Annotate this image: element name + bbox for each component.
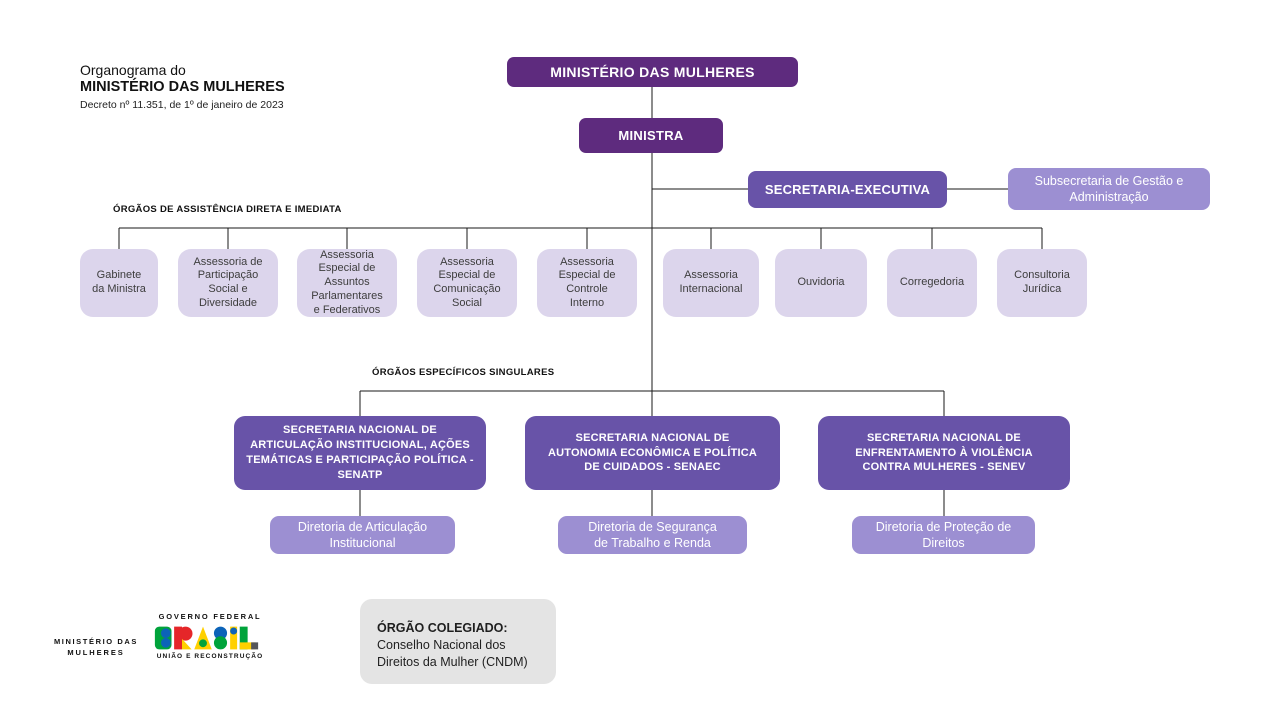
org-box-assessoria-comunicacao-social: Assessoria Especial de Comunicação Socia… [417,249,517,317]
org-box-corregedoria: Corregedoria [887,249,977,317]
governo-federal-label: GOVERNO FEDERAL [158,612,262,621]
org-box-senev: SECRETARIA NACIONAL DE ENFRENTAMENTO À V… [818,416,1070,490]
org-box-diretoria-articulacao-institucional: Diretoria de Articulação Institucional [270,516,455,554]
section-label-assistencia-direta: ÓRGÃOS DE ASSISTÊNCIA DIRETA E IMEDIATA [113,204,342,215]
chart-title-line2: MINISTÉRIO DAS MULHERES [80,79,285,95]
brasil-logo: BRASIL [154,626,259,650]
chart-title-block: Organograma do MINISTÉRIO DAS MULHERES D… [80,62,285,111]
ministry-wordmark-line2: MULHERES [67,648,125,657]
org-box-ministra: MINISTRA [579,118,723,153]
orgao-colegiado-box: ÓRGÃO COLEGIADO: Conselho Nacional dos D… [360,599,556,684]
section-label-especificos-singulares: ÓRGÃOS ESPECÍFICOS SINGULARES [372,367,555,378]
orgao-colegiado-title: ÓRGÃO COLEGIADO: [377,621,508,635]
uniao-reconstrucao-label: UNIÃO E RECONSTRUÇÃO [156,653,264,660]
org-box-senatp: SECRETARIA NACIONAL DE ARTICULAÇÃO INSTI… [234,416,486,490]
org-box-ouvidoria: Ouvidoria [775,249,867,317]
org-box-assessoria-participacao-social: Assessoria de Participação Social e Dive… [178,249,278,317]
org-box-secretaria-executiva: SECRETARIA-EXECUTIVA [748,171,947,208]
org-box-assessoria-internacional: Assessoria Internacional [663,249,759,317]
chart-subtitle-decree: Decreto nº 11.351, de 1º de janeiro de 2… [80,99,284,111]
org-box-assessoria-controle-interno: Assessoria Especial de Controle Interno [537,249,637,317]
ministry-wordmark-line1: MINISTÉRIO DAS [53,637,139,646]
orgao-colegiado-body: Conselho Nacional dos Direitos da Mulher… [377,637,528,669]
org-box-gabinete-da-ministra: Gabinete da Ministra [80,249,158,317]
chart-title-line1: Organograma do [80,62,186,78]
org-box-subsecretaria-gestao: Subsecretaria de Gestão e Administração [1008,168,1210,210]
org-box-diretoria-protecao-direitos: Diretoria de Proteção de Direitos [852,516,1035,554]
org-box-diretoria-seguranca-trabalho-renda: Diretoria de Segurança de Trabalho e Ren… [558,516,747,554]
governo-federal-logo: GOVERNO FEDERAL BRASIL UNIÃO E RECONSTRU… [152,612,268,660]
org-box-ministerio-das-mulheres: MINISTÉRIO DAS MULHERES [507,57,798,87]
org-box-senaec: SECRETARIA NACIONAL DE AUTONOMIA ECONÔMI… [525,416,780,490]
org-box-assessoria-assuntos-parlamentares: Assessoria Especial de Assuntos Parlamen… [297,249,397,317]
org-box-consultoria-juridica: Consultoria Jurídica [997,249,1087,317]
ministerio-das-mulheres-wordmark: MINISTÉRIO DAS MULHERES [50,636,142,658]
